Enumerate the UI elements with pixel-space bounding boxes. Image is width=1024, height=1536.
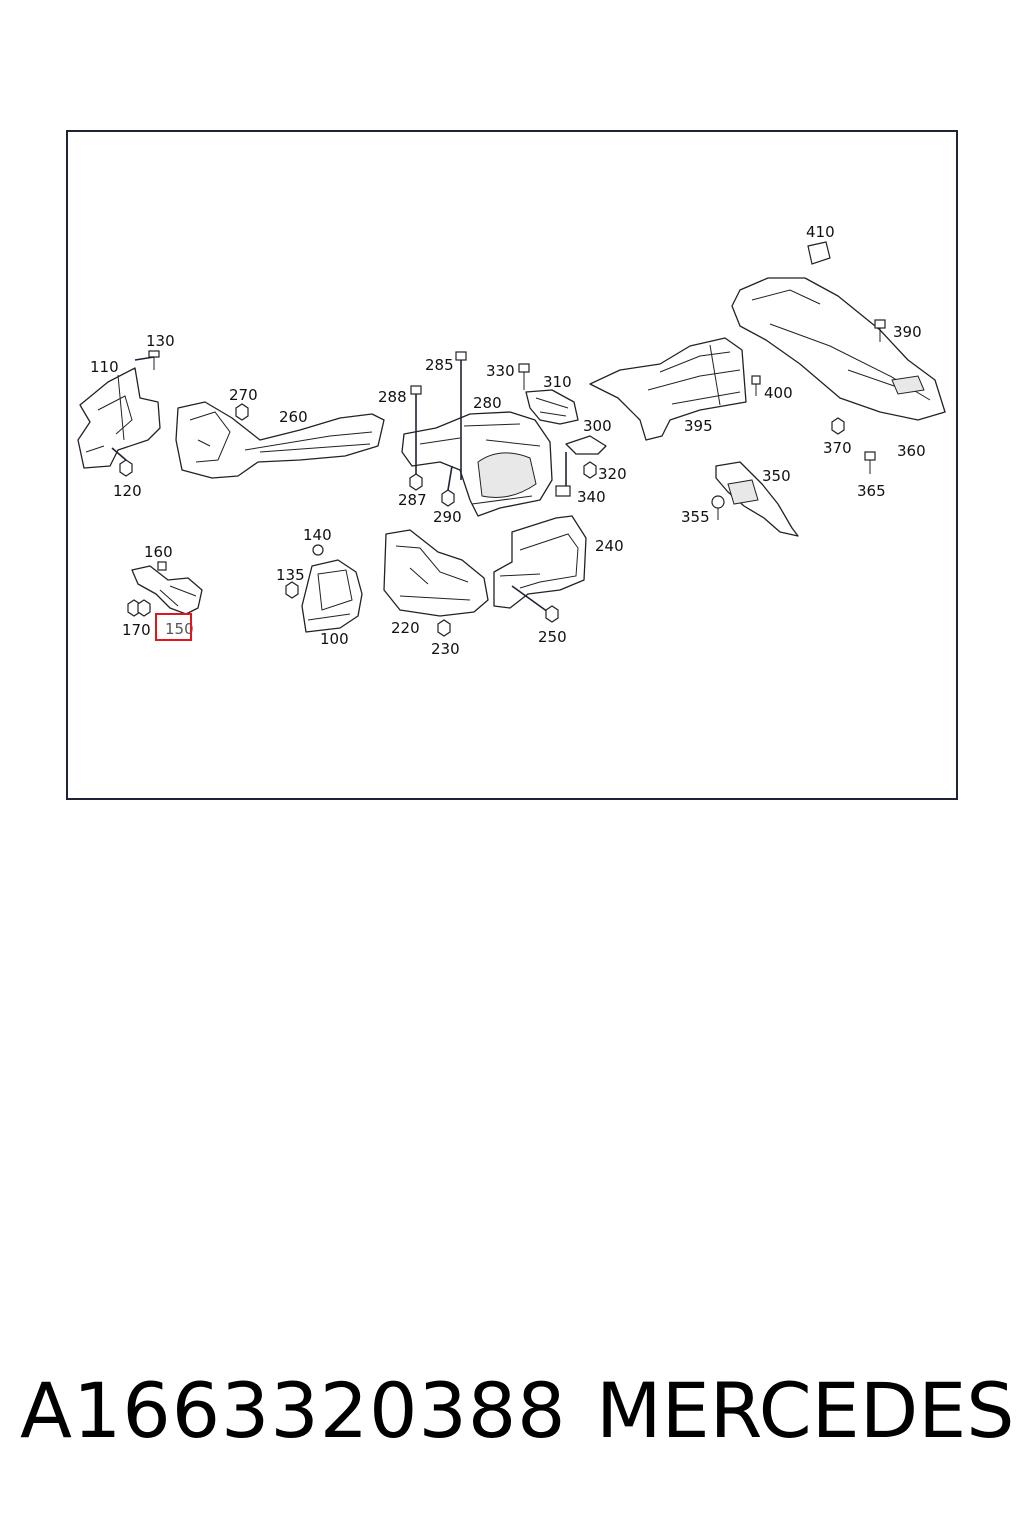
- callout-140[interactable]: 140: [303, 526, 332, 544]
- callout-250[interactable]: 250: [538, 628, 567, 646]
- callout-300[interactable]: 300: [583, 417, 612, 435]
- fastener-120-nut[interactable]: [111, 447, 133, 477]
- fastener-288-bolt[interactable]: [410, 385, 422, 478]
- callout-288[interactable]: 288: [378, 388, 407, 406]
- part-280-heat-shield[interactable]: [401, 411, 553, 517]
- callout-340[interactable]: 340: [577, 488, 606, 506]
- fastener-135-nut[interactable]: [285, 581, 299, 599]
- part-260-heat-shield[interactable]: [175, 401, 385, 479]
- fastener-330-bolt[interactable]: [518, 363, 530, 390]
- fastener-365-bolt[interactable]: [864, 451, 876, 474]
- callout-320[interactable]: 320: [598, 465, 627, 483]
- callout-135[interactable]: 135: [276, 566, 305, 584]
- callout-120[interactable]: 120: [113, 482, 142, 500]
- fastener-285-bolt[interactable]: [455, 351, 467, 480]
- part-150-heat-shield[interactable]: [131, 565, 203, 615]
- part-350-bracket[interactable]: [715, 461, 799, 537]
- part-240-heat-shield[interactable]: [493, 515, 587, 613]
- callout-230[interactable]: 230: [431, 640, 460, 658]
- callout-160[interactable]: 160: [144, 543, 173, 561]
- callout-365[interactable]: 365: [857, 482, 886, 500]
- fastener-340-clip[interactable]: [555, 485, 571, 497]
- fastener-270-nut[interactable]: [235, 403, 249, 421]
- fastener-320-nut[interactable]: [583, 461, 597, 479]
- part-100-heat-shield[interactable]: [301, 559, 363, 633]
- callout-280[interactable]: 280: [473, 394, 502, 412]
- part-360-rear-heat-shield[interactable]: [731, 277, 946, 421]
- part-395-tunnel-shield[interactable]: [589, 337, 747, 441]
- callout-290[interactable]: 290: [433, 508, 462, 526]
- fastener-390-bolt[interactable]: [874, 319, 886, 342]
- fastener-230-nut[interactable]: [437, 619, 451, 637]
- callout-410[interactable]: 410: [806, 223, 835, 241]
- fastener-410-clip[interactable]: [807, 241, 831, 265]
- fastener-287-nut[interactable]: [409, 473, 423, 491]
- callout-360[interactable]: 360: [897, 442, 926, 460]
- fastener-170-nut[interactable]: [127, 599, 151, 617]
- part-310-bracket[interactable]: [525, 389, 579, 425]
- callout-370[interactable]: 370: [823, 439, 852, 457]
- callout-270[interactable]: 270: [229, 386, 258, 404]
- callout-350[interactable]: 350: [762, 467, 791, 485]
- callout-400[interactable]: 400: [764, 384, 793, 402]
- fastener-130-bolt[interactable]: [134, 350, 160, 370]
- callout-285[interactable]: 285: [425, 356, 454, 374]
- callout-170[interactable]: 170: [122, 621, 151, 639]
- callout-labels: 110 130 120 270 260 285 330 310 288 280 …: [90, 223, 926, 658]
- fastener-160-bolt[interactable]: [157, 561, 167, 571]
- fastener-370-nut[interactable]: [831, 417, 845, 435]
- callout-355[interactable]: 355: [681, 508, 710, 526]
- callout-390[interactable]: 390: [893, 323, 922, 341]
- callout-260[interactable]: 260: [279, 408, 308, 426]
- fastener-250-nut[interactable]: [545, 605, 559, 623]
- callout-150[interactable]: 150: [165, 620, 194, 638]
- highlight-box-150: [155, 613, 192, 641]
- callout-240[interactable]: 240: [595, 537, 624, 555]
- callout-220[interactable]: 220: [391, 619, 420, 637]
- callout-310[interactable]: 310: [543, 373, 572, 391]
- fastener-290-nut[interactable]: [441, 465, 455, 507]
- part-300-clip[interactable]: [565, 435, 607, 488]
- brand-name: MERCEDES: [596, 1366, 1015, 1455]
- callout-100[interactable]: 100: [320, 630, 349, 648]
- part-220-heat-shield[interactable]: [383, 529, 489, 617]
- part-number: A1663320388: [20, 1366, 567, 1455]
- callout-130[interactable]: 130: [146, 332, 175, 350]
- fastener-140-nut[interactable]: [312, 544, 324, 556]
- callout-110[interactable]: 110: [90, 358, 119, 376]
- fastener-355-bolt[interactable]: [711, 495, 725, 520]
- part-110-shield[interactable]: [77, 367, 161, 469]
- callout-395[interactable]: 395: [684, 417, 713, 435]
- fastener-400-bolt[interactable]: [751, 375, 761, 396]
- callout-287[interactable]: 287: [398, 491, 427, 509]
- callout-330[interactable]: 330: [486, 362, 515, 380]
